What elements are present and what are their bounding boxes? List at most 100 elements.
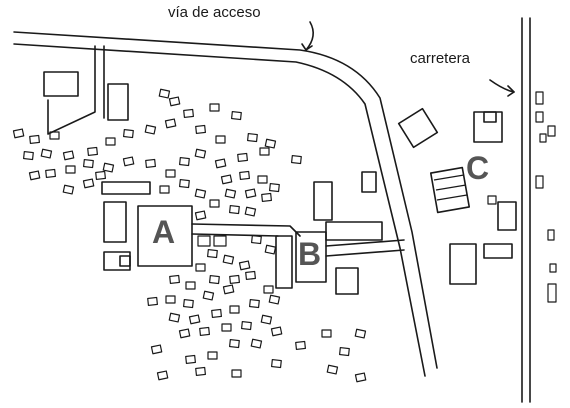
- hut: [207, 351, 218, 360]
- hut: [169, 274, 180, 284]
- hut: [183, 108, 194, 118]
- hut: [229, 338, 240, 349]
- hut: [220, 174, 233, 185]
- hut: [339, 346, 350, 357]
- zone-c-label: C: [466, 150, 490, 186]
- access-road: [13, 31, 438, 377]
- hut: [238, 260, 251, 271]
- hut: [102, 162, 115, 173]
- hut: [165, 169, 176, 178]
- hut: [237, 152, 248, 162]
- hut: [45, 168, 56, 178]
- hut: [40, 148, 53, 159]
- access-road-arrow: [301, 21, 314, 51]
- hut: [194, 148, 207, 159]
- hut: [159, 185, 170, 194]
- hut: [251, 234, 262, 245]
- hut: [179, 156, 190, 167]
- hut: [207, 248, 218, 259]
- hut: [199, 326, 210, 336]
- hut: [245, 270, 256, 280]
- hut: [185, 281, 196, 290]
- hut: [269, 182, 280, 193]
- hut: [122, 156, 135, 167]
- hut: [195, 366, 206, 376]
- scattered-huts: [12, 88, 367, 383]
- zone-b-buildings: [275, 171, 405, 295]
- hut: [82, 178, 95, 189]
- hut: [241, 320, 252, 331]
- hut: [231, 110, 242, 121]
- hut: [158, 88, 171, 99]
- zone-a-buildings: [101, 181, 301, 271]
- hut: [29, 134, 40, 144]
- hut: [195, 124, 206, 134]
- zone-a-label: A: [152, 214, 176, 250]
- hut: [215, 135, 226, 144]
- hut: [156, 370, 169, 381]
- hut: [261, 192, 272, 202]
- access-road-label: vía de acceso: [168, 4, 261, 21]
- hut: [95, 170, 106, 180]
- hut: [178, 328, 191, 339]
- hut: [354, 328, 367, 339]
- hut: [257, 175, 268, 184]
- hut: [321, 329, 332, 338]
- hut: [264, 138, 277, 149]
- hut: [211, 308, 222, 318]
- zone-b-label: B: [298, 236, 322, 272]
- hut: [194, 188, 207, 199]
- hut: [23, 150, 34, 161]
- hut: [188, 314, 201, 325]
- hut: [229, 305, 240, 314]
- hut: [195, 263, 206, 272]
- hut: [202, 290, 215, 301]
- hut: [123, 128, 134, 139]
- hut: [291, 154, 302, 165]
- hut: [271, 358, 282, 369]
- hut: [221, 323, 232, 332]
- hut: [263, 285, 274, 294]
- hut: [249, 298, 260, 309]
- west-compound: [43, 45, 129, 135]
- hut: [147, 296, 158, 306]
- hut: [247, 132, 258, 143]
- hut: [239, 170, 250, 180]
- highway: [521, 17, 557, 403]
- hut: [214, 158, 227, 169]
- hut: [185, 354, 196, 364]
- hut: [259, 147, 270, 156]
- hut: [168, 96, 181, 107]
- hut: [194, 210, 207, 221]
- hut: [62, 184, 75, 195]
- hut: [295, 340, 306, 350]
- hut: [264, 244, 277, 255]
- hut: [87, 146, 98, 156]
- hut: [62, 150, 75, 161]
- hut: [12, 128, 25, 139]
- hut: [209, 199, 220, 208]
- hut: [49, 131, 60, 140]
- hut: [209, 103, 220, 112]
- hut: [164, 118, 177, 129]
- hut: [144, 124, 157, 135]
- hut: [260, 314, 273, 325]
- hut: [244, 206, 257, 217]
- hut: [231, 369, 242, 378]
- zone-c-buildings: [397, 107, 517, 285]
- hut: [222, 284, 235, 295]
- hut: [145, 158, 156, 168]
- hut: [354, 372, 367, 383]
- hut: [229, 274, 240, 284]
- hut: [179, 178, 190, 189]
- hut: [150, 344, 163, 355]
- hut: [270, 326, 283, 337]
- hut: [168, 312, 181, 323]
- hut: [105, 137, 116, 146]
- hut: [229, 204, 240, 215]
- hut: [165, 295, 176, 304]
- highway-label: carretera: [410, 50, 471, 67]
- hut: [326, 364, 339, 375]
- hut: [250, 338, 263, 349]
